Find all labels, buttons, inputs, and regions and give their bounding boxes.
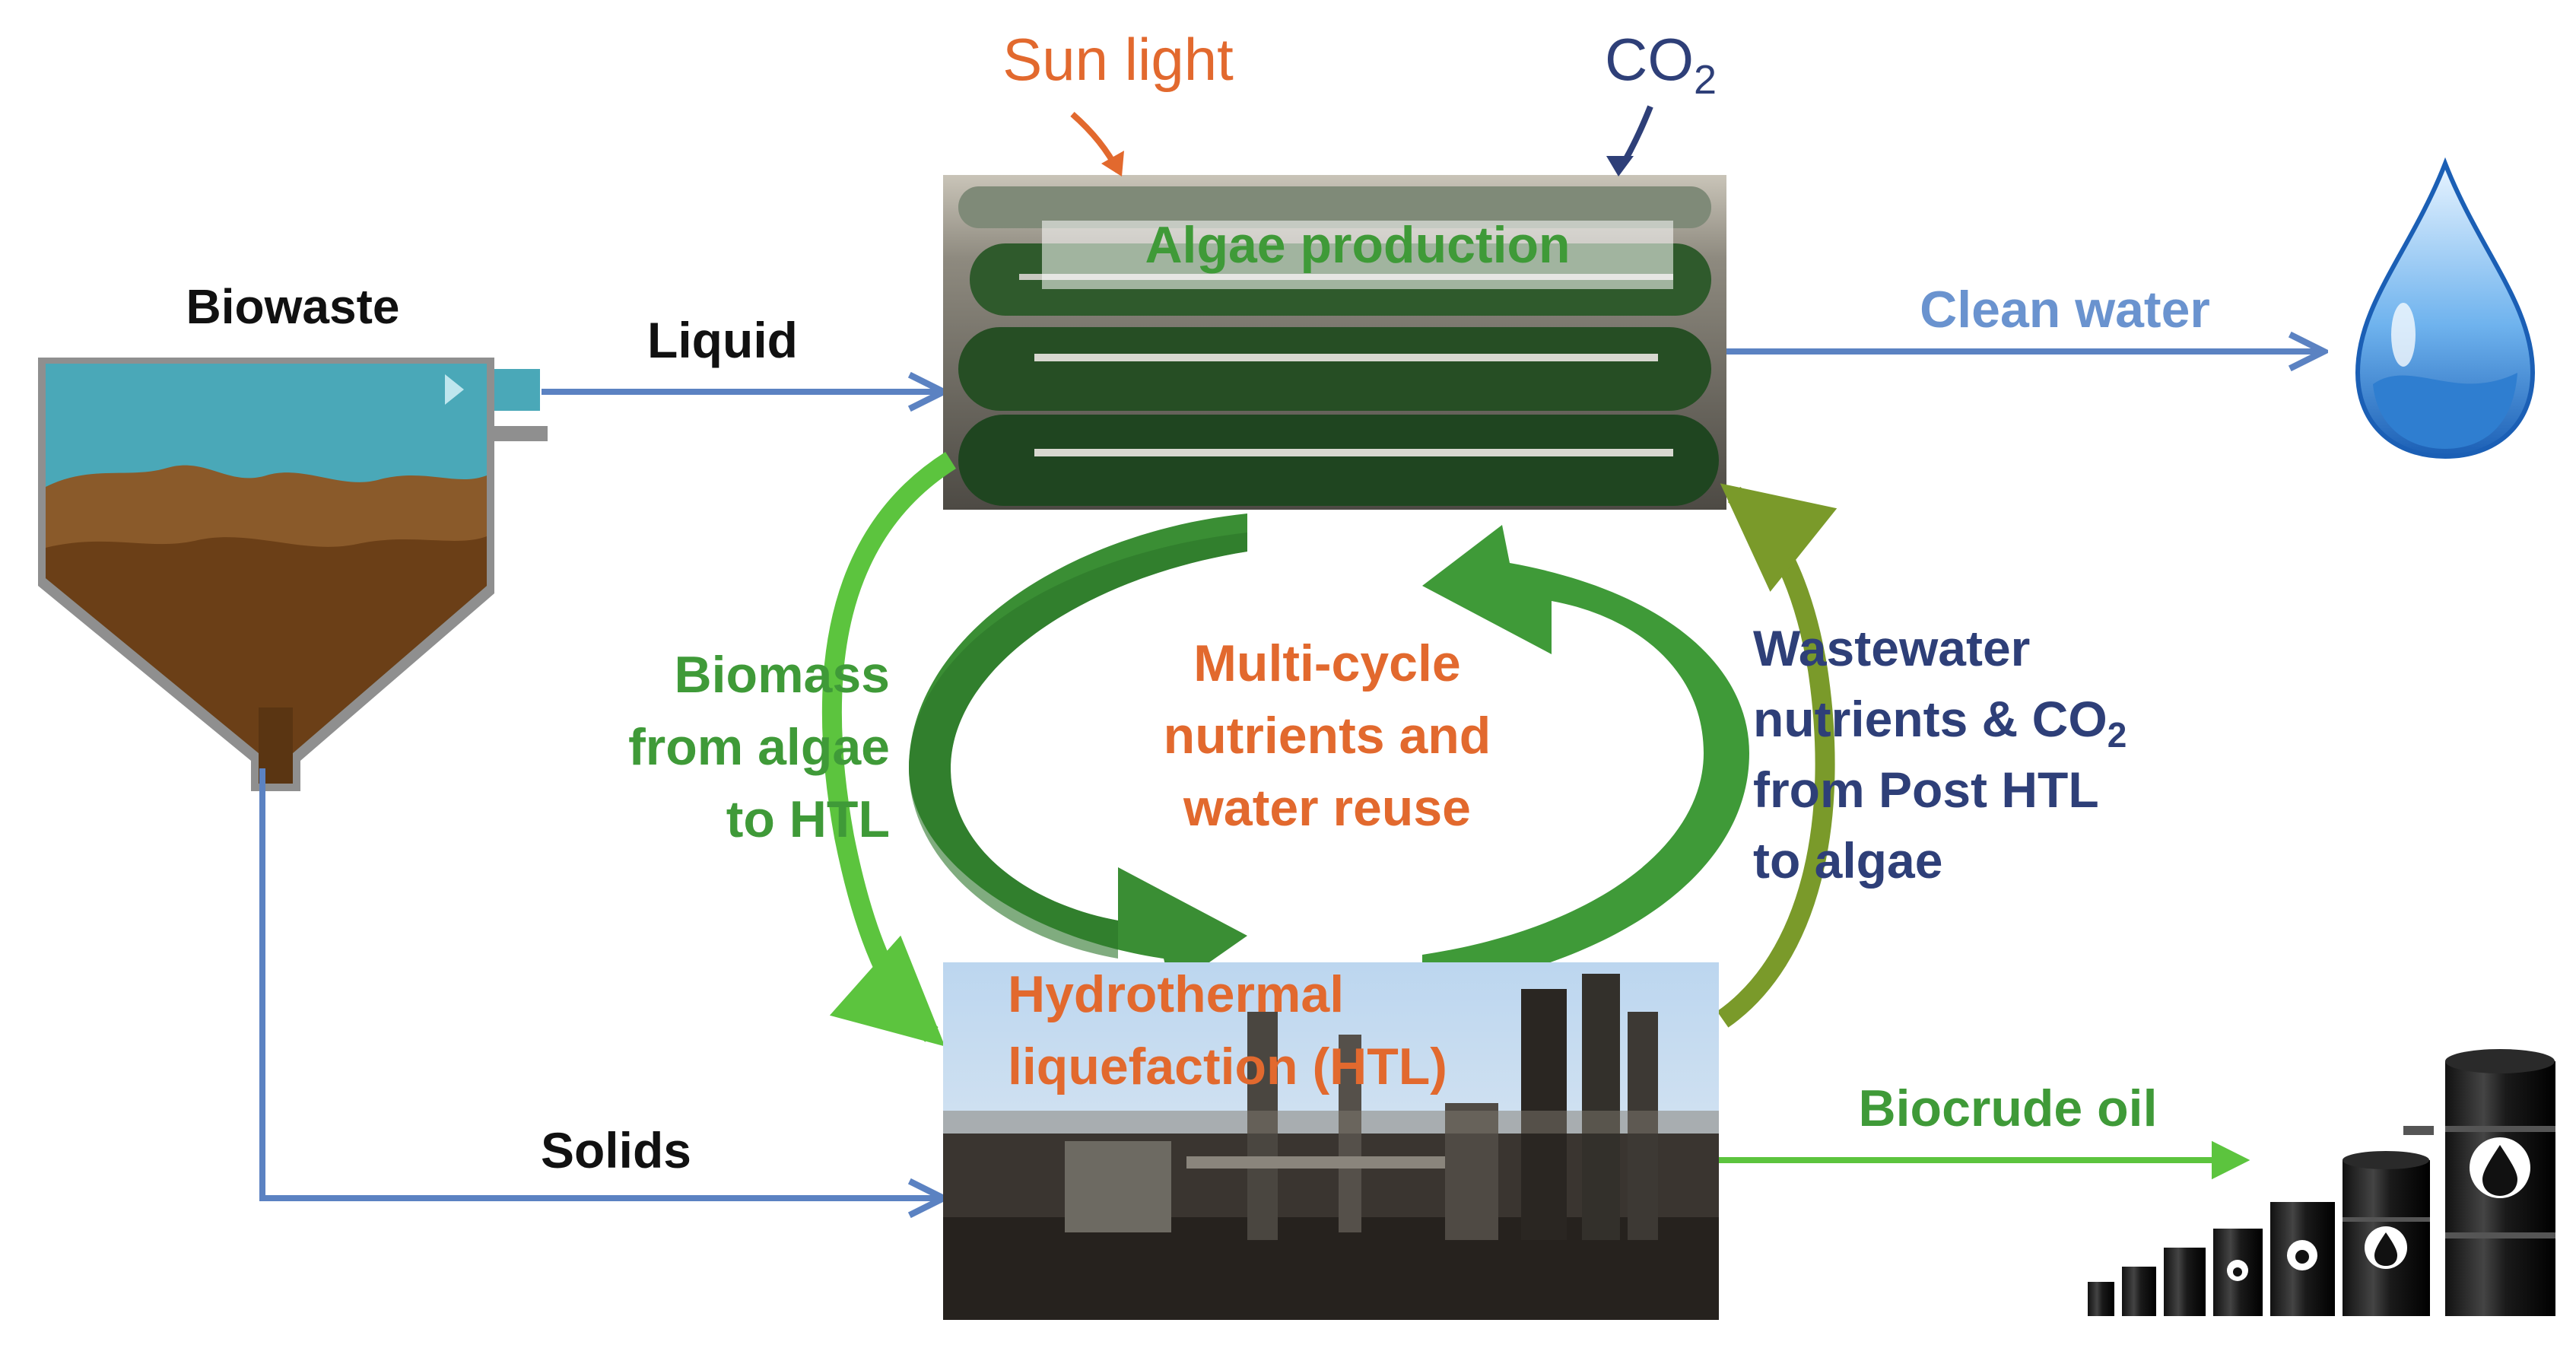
htl-refinery-photo: [943, 962, 1719, 1320]
svg-text:Biomass: Biomass: [675, 646, 890, 704]
algae-production-label: Algae production: [1145, 216, 1570, 274]
algae-ponds-photo: [943, 175, 1726, 510]
svg-text:Hydrothermal: Hydrothermal: [1008, 965, 1344, 1023]
multi-cycle-arrows: [909, 514, 1749, 993]
cycle-arrow-right: [1422, 525, 1749, 993]
biomass-arrow: [821, 452, 956, 1047]
multicycle-label: Multi-cycle nutrients and water reuse: [1164, 634, 1491, 837]
svg-text:from Post HTL: from Post HTL: [1753, 762, 2099, 818]
biomass-label: Biomass from algae to HTL: [628, 646, 890, 848]
oil-barrels-icon: [2088, 1049, 2555, 1316]
svg-text:to algae: to algae: [1753, 832, 1942, 889]
htl-label: Hydrothermal liquefaction (HTL): [1008, 965, 1447, 1095]
svg-text:from algae: from algae: [628, 718, 890, 776]
solids-label: Solids: [541, 1122, 691, 1178]
clean-water-label: Clean water: [1920, 281, 2210, 339]
biocrude-oil-label: Biocrude oil: [1859, 1079, 2158, 1137]
wastewater-label: Wastewater nutrients & CO2 from Post HTL…: [1753, 620, 2127, 889]
liquid-label: Liquid: [647, 312, 798, 368]
solids-flow-arrow: [259, 768, 939, 1198]
sun-light-label: Sun light: [1002, 26, 1234, 93]
svg-text:liquefaction (HTL): liquefaction (HTL): [1008, 1038, 1447, 1095]
co2-arrowhead: [1606, 156, 1634, 176]
svg-text:nutrients & CO2: nutrients & CO2: [1753, 691, 2127, 755]
co2-label: CO2: [1605, 26, 1717, 103]
settling-tank-icon: [38, 358, 548, 791]
wastewater-arrow: [1717, 483, 1838, 1028]
water-drop-icon: [2355, 157, 2536, 459]
svg-text:to HTL: to HTL: [726, 790, 890, 848]
svg-text:water reuse: water reuse: [1183, 779, 1471, 837]
svg-text:Multi-cycle: Multi-cycle: [1193, 634, 1460, 692]
svg-text:Wastewater: Wastewater: [1753, 620, 2030, 676]
sun-light-arrowhead: [1101, 151, 1124, 176]
svg-text:nutrients and: nutrients and: [1164, 707, 1491, 765]
biowaste-label: Biowaste: [186, 279, 400, 334]
